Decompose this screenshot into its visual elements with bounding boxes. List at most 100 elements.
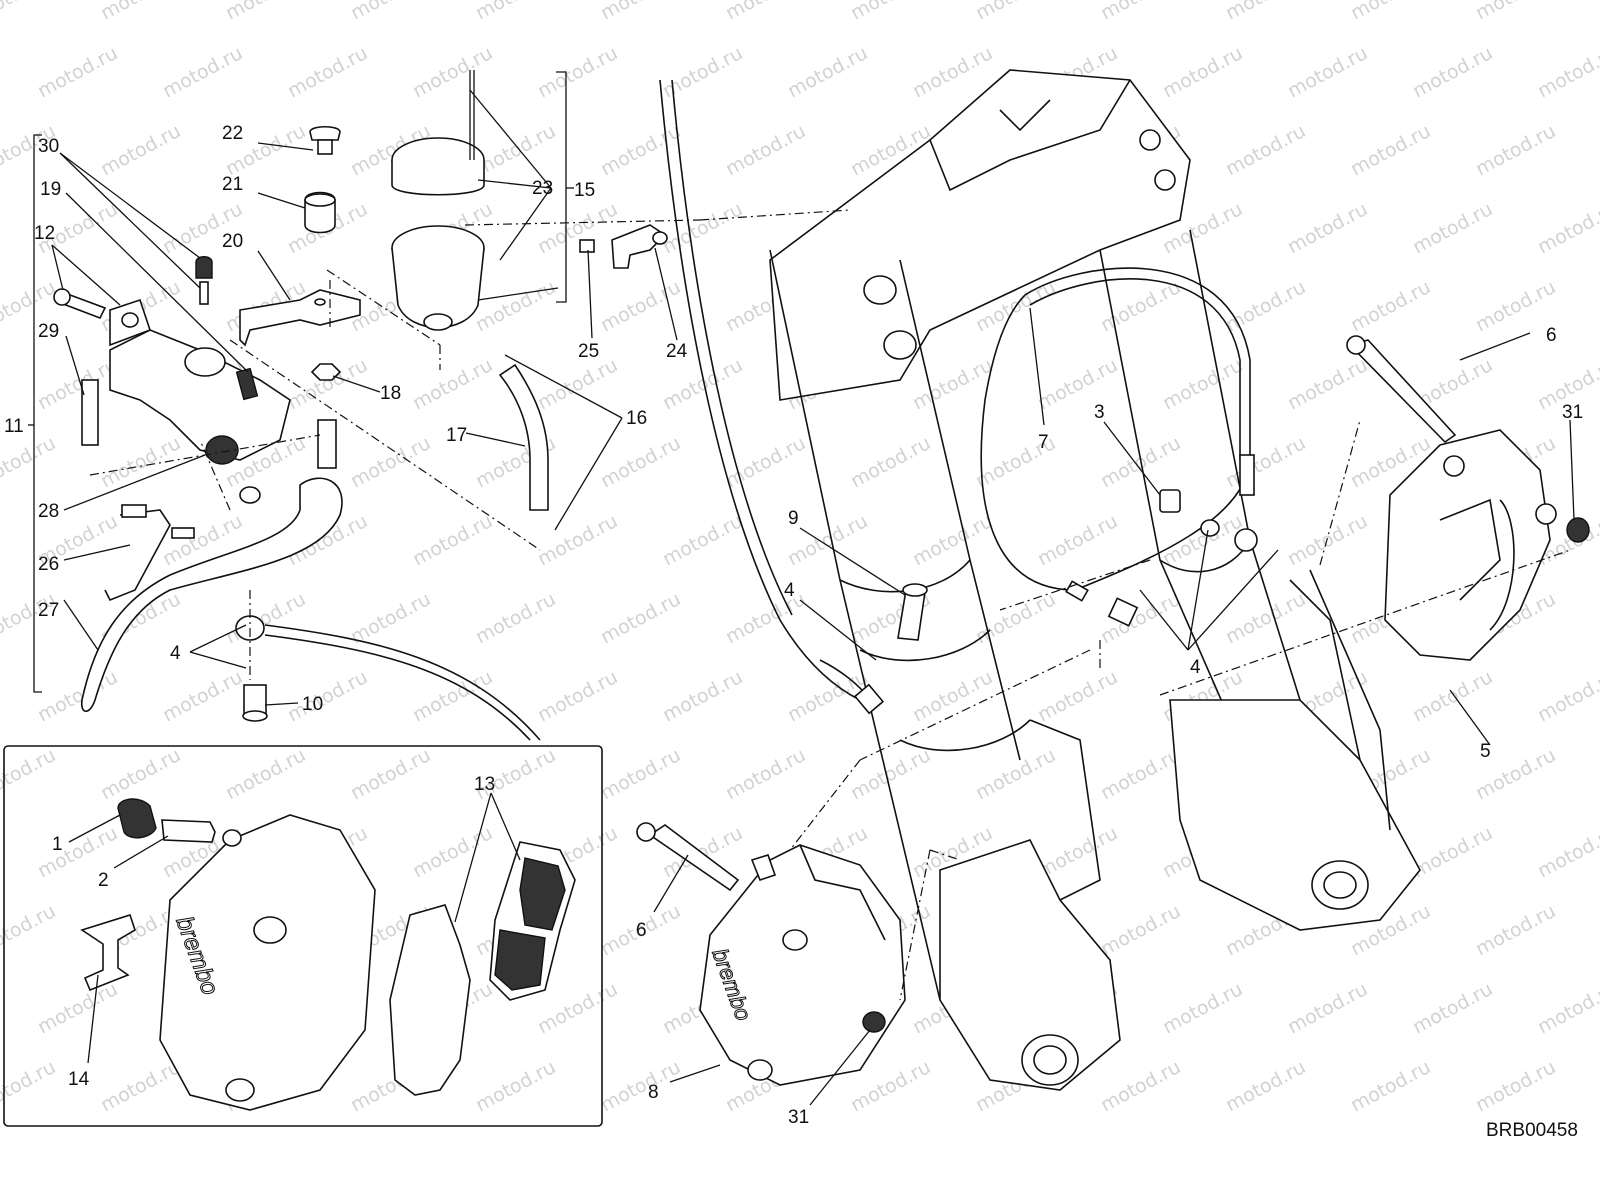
watermark-text: motod.ru <box>1097 744 1184 804</box>
watermark-text: motod.ru <box>1284 978 1371 1038</box>
watermark-text: motod.ru <box>1034 510 1121 570</box>
watermark-text: motod.ru <box>284 666 371 726</box>
watermark-text: motod.ru <box>1347 0 1434 24</box>
watermark-text: motod.ru <box>1472 0 1559 24</box>
watermark-text: motod.ru <box>1534 822 1600 882</box>
front-fork-assembly <box>659 69 1421 1091</box>
callout-22: 22 <box>222 123 243 144</box>
stop-light-switch <box>104 504 195 602</box>
watermark-text: motod.ru <box>34 666 121 726</box>
watermark-text: motod.ru <box>97 1056 184 1116</box>
watermark-text: motod.ru <box>1409 198 1496 258</box>
watermark-text: motod.ru <box>222 744 309 804</box>
callout-11: 11 <box>4 416 24 437</box>
watermark-text: motod.ru <box>472 120 559 180</box>
watermark-text: motod.ru <box>534 198 621 258</box>
watermark-text: motod.ru <box>1472 900 1559 960</box>
watermark-text: motod.ru <box>534 510 621 570</box>
watermark-text: motod.ru <box>347 588 434 648</box>
watermark-text: motod.ru <box>1347 1056 1434 1116</box>
watermark-text: motod.ru <box>97 0 184 24</box>
watermark-text: motod.ru <box>409 42 496 102</box>
watermark-text: motod.ru <box>597 744 684 804</box>
callout-5: 5 <box>1480 741 1491 762</box>
watermark-text: motod.ru <box>409 510 496 570</box>
callout-1: 1 <box>52 834 63 855</box>
watermark-text: motod.ru <box>1534 666 1600 726</box>
reservoir-support-bracket <box>579 224 668 269</box>
watermark-text: motod.ru <box>1534 198 1600 258</box>
watermark-text: motod.ru <box>1284 510 1371 570</box>
callout-31-left: 31 <box>788 1107 809 1128</box>
callout-25: 25 <box>578 341 599 362</box>
brake-pipe-union <box>1159 489 1220 537</box>
callout-26: 26 <box>38 554 59 575</box>
callout-4-pipe: 4 <box>784 580 795 601</box>
callout-18: 18 <box>380 383 401 404</box>
callout-numbers: 22 21 20 18 23 15 25 24 16 17 10 4 27 26… <box>4 123 1583 1128</box>
callout-17: 17 <box>446 425 467 446</box>
watermark-text: motod.ru <box>34 42 121 102</box>
callout-16: 16 <box>626 408 647 429</box>
banjo-bolt-fork <box>897 583 928 641</box>
reservoir-hose <box>498 363 549 511</box>
watermark-text: motod.ru <box>597 276 684 336</box>
callout-24: 24 <box>666 341 688 362</box>
watermark-text: motod.ru <box>34 354 121 414</box>
watermark-text: motod.ru <box>1534 978 1600 1038</box>
lever-pivot-pin <box>81 379 99 446</box>
watermark-text: motod.ru <box>722 120 809 180</box>
watermark-text: motod.ru <box>534 666 621 726</box>
watermark-text: motod.ru <box>1472 1056 1559 1116</box>
callout-6-right: 6 <box>1546 325 1557 346</box>
watermark-text: motod.ru <box>159 666 246 726</box>
watermark-text: motod.ru <box>1097 588 1184 648</box>
callout-23: 23 <box>532 178 553 199</box>
watermark-text: motod.ru <box>1222 1056 1309 1116</box>
watermark-text: motod.ru <box>659 354 746 414</box>
watermark-text: motod.ru <box>597 120 684 180</box>
watermark-text: motod.ru <box>534 42 621 102</box>
bleed-valve-cap <box>195 256 213 305</box>
watermark-text: motod.ru <box>1347 120 1434 180</box>
watermark-text: motod.ru <box>0 900 59 960</box>
watermark-text: motod.ru <box>97 744 184 804</box>
left-brake-caliper <box>636 822 906 1086</box>
callout-21: 21 <box>222 174 243 195</box>
watermark-text: motod.ru <box>597 432 684 492</box>
callout-20: 20 <box>222 231 243 252</box>
watermark-text: motod.ru <box>972 0 1059 24</box>
master-cylinder-clamp-screw <box>53 288 107 320</box>
watermark-text: motod.ru <box>1222 0 1309 24</box>
watermark-text: motod.ru <box>659 42 746 102</box>
watermark-text: motod.ru <box>1034 354 1121 414</box>
watermark-text: motod.ru <box>659 510 746 570</box>
watermark-text: motod.ru <box>1222 120 1309 180</box>
callout-12: 12 <box>34 223 55 244</box>
watermark-text: motod.ru <box>472 276 559 336</box>
watermark-text: motod.ru <box>97 432 184 492</box>
callout-9: 9 <box>788 508 799 529</box>
callout-31-right: 31 <box>1562 402 1583 423</box>
watermark-text: motod.ru <box>722 588 809 648</box>
watermark-text: motod.ru <box>159 42 246 102</box>
watermark-text: motod.ru <box>0 744 59 804</box>
callout-6-left: 6 <box>636 920 647 941</box>
watermark-text: motod.ru <box>1284 198 1371 258</box>
watermark-text: motod.ru <box>1409 42 1496 102</box>
watermark-text: motod.ru <box>34 978 121 1038</box>
watermark-text: motod.ru <box>1284 42 1371 102</box>
watermark-text: motod.ru <box>347 744 434 804</box>
watermark-text: motod.ru <box>1534 42 1600 102</box>
watermark-text: motod.ru <box>847 0 934 24</box>
reservoir-grommet <box>304 191 336 234</box>
watermark-text: motod.ru <box>1097 900 1184 960</box>
watermark-text: motod.ru <box>1284 354 1371 414</box>
watermark-text: motod.ru <box>972 744 1059 804</box>
brake-fluid-reservoir <box>391 70 485 331</box>
callout-15: 15 <box>574 180 595 201</box>
watermark-text: motod.ru <box>722 744 809 804</box>
watermark-text: motod.ru <box>1034 666 1121 726</box>
callout-3: 3 <box>1094 402 1105 423</box>
watermark-text: motod.ru <box>409 822 496 882</box>
